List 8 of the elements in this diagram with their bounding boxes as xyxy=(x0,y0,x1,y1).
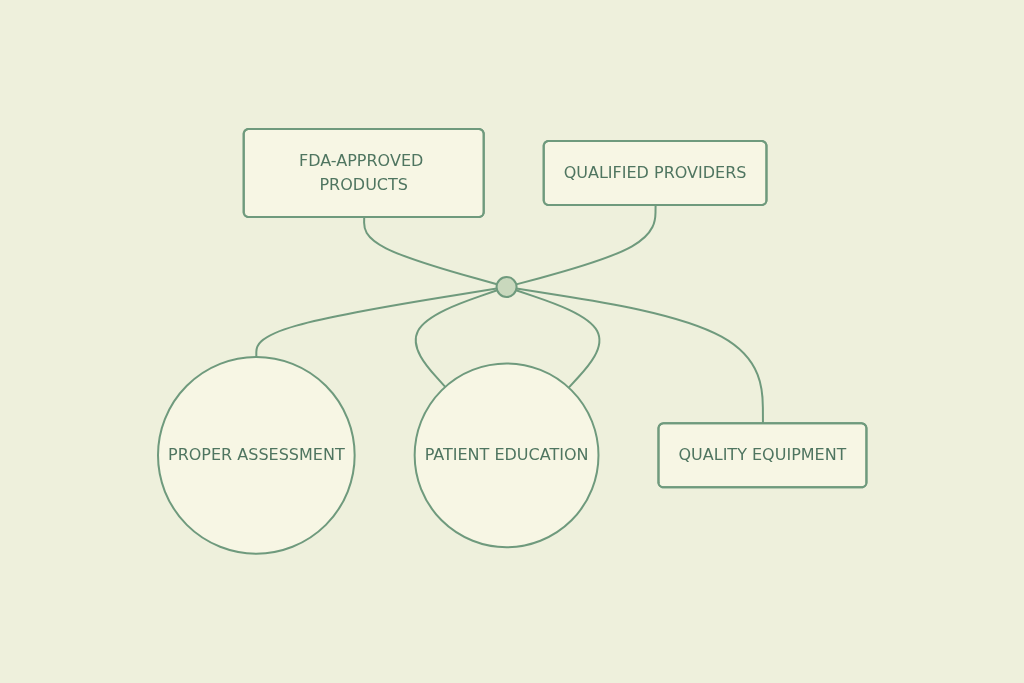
node-circle: PROPER ASSESSMENT xyxy=(156,356,356,555)
node-circle xyxy=(495,276,518,299)
connector xyxy=(414,289,498,389)
connector xyxy=(514,289,601,389)
node-circle: PATIENT EDUCATION xyxy=(413,362,600,549)
connector xyxy=(515,204,657,286)
connector xyxy=(515,287,764,425)
connector xyxy=(362,216,498,286)
